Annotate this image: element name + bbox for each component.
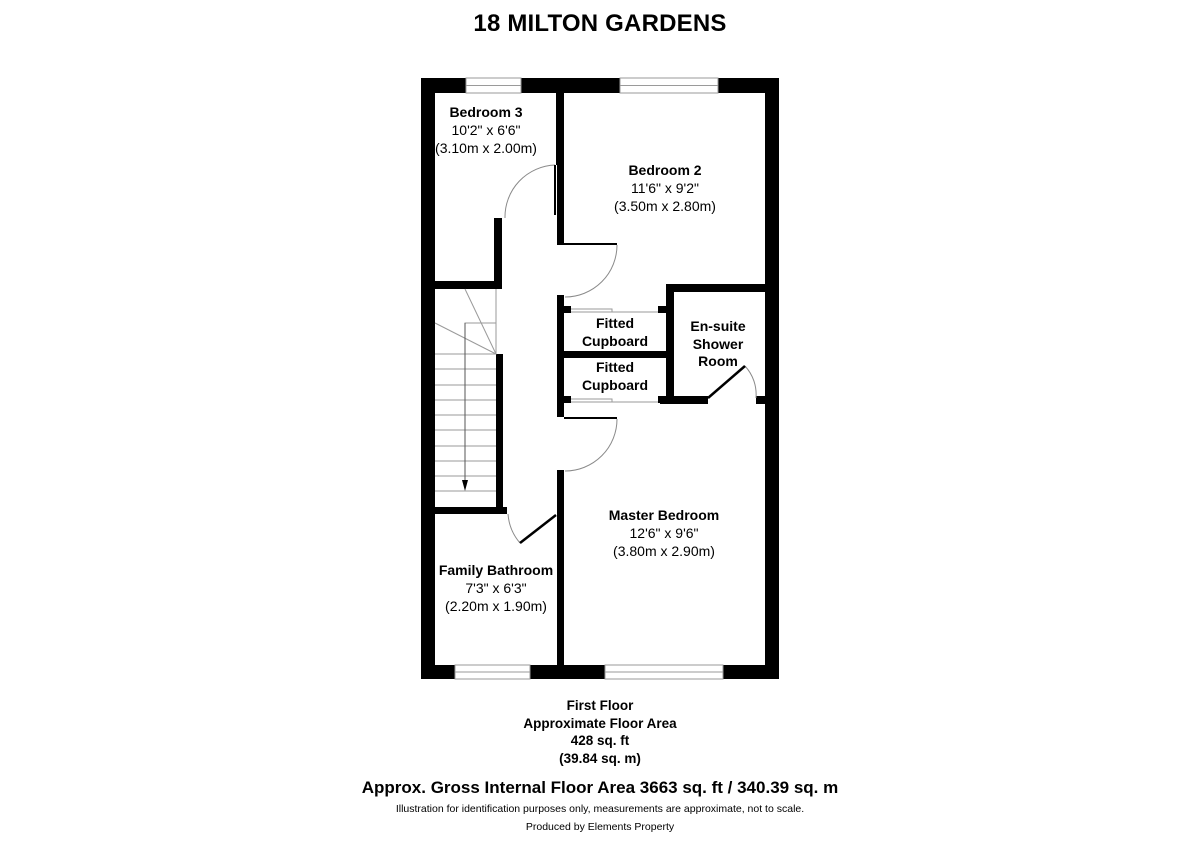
room-name-line1: Fitted <box>596 315 634 331</box>
room-ensuite: En-suite Shower Room <box>690 318 745 369</box>
room-bedroom2: Bedroom 2 11'6" x 9'2" (3.50m x 2.80m) <box>614 162 716 214</box>
room-name-line1: Fitted <box>596 359 634 375</box>
room-dim-imperial: 7'3" x 6'3" <box>465 580 526 596</box>
producer-credit: Produced by Elements Property <box>525 821 675 833</box>
room-name-line2: Cupboard <box>582 377 648 393</box>
floor-area-label: Approximate Floor Area <box>523 715 677 731</box>
windows <box>454 77 724 680</box>
room-dim-imperial: 10'2" x 6'6" <box>452 122 521 138</box>
room-cupboard-2: Fitted Cupboard <box>582 359 648 393</box>
room-dim-metric: (3.50m x 2.80m) <box>614 198 716 214</box>
door-leaves <box>519 365 746 544</box>
room-dim-imperial: 11'6" x 9'2" <box>631 180 699 196</box>
floor-area-sqm: (39.84 sq. m) <box>559 750 641 766</box>
room-name: Bedroom 2 <box>628 162 701 178</box>
gross-internal-area: Approx. Gross Internal Floor Area 3663 s… <box>361 778 839 797</box>
door-swings <box>504 164 757 544</box>
interior-walls <box>435 93 765 665</box>
room-name: Family Bathroom <box>439 562 553 578</box>
floor-area-summary: First Floor Approximate Floor Area 428 s… <box>0 697 1200 767</box>
page-title: 18 MILTON GARDENS <box>473 10 727 37</box>
room-dim-metric: (3.80m x 2.90m) <box>613 543 715 559</box>
room-name-line3: Room <box>698 353 738 369</box>
floor-name: First Floor <box>566 698 634 713</box>
staircase <box>434 288 497 492</box>
room-name-line1: En-suite <box>690 318 745 334</box>
room-dim-metric: (2.20m x 1.90m) <box>445 598 547 614</box>
room-name: Bedroom 3 <box>449 104 522 120</box>
room-name: Master Bedroom <box>609 507 719 523</box>
floor-area-sqft: 428 sq. ft <box>570 733 630 748</box>
room-cupboard-1: Fitted Cupboard <box>582 315 648 349</box>
cupboard-sliding-doors <box>571 308 658 403</box>
window-bedroom2 <box>619 77 719 94</box>
room-dim-imperial: 12'6" x 9'6" <box>630 525 699 541</box>
room-bedroom3: Bedroom 3 10'2" x 6'6" (3.10m x 2.00m) <box>435 104 537 156</box>
window-bathroom <box>454 664 531 680</box>
room-name-line2: Shower <box>693 336 744 352</box>
room-master-bedroom: Master Bedroom 12'6" x 9'6" (3.80m x 2.9… <box>609 507 719 559</box>
room-name-line2: Cupboard <box>582 333 648 349</box>
stair-direction-arrow-icon <box>462 480 468 491</box>
disclaimer: Illustration for identification purposes… <box>395 803 805 815</box>
room-dim-metric: (3.10m x 2.00m) <box>435 140 537 156</box>
window-bedroom3 <box>465 77 522 94</box>
outer-walls <box>421 78 779 679</box>
room-family-bathroom: Family Bathroom 7'3" x 6'3" (2.20m x 1.9… <box>439 562 553 614</box>
window-master <box>604 664 724 680</box>
